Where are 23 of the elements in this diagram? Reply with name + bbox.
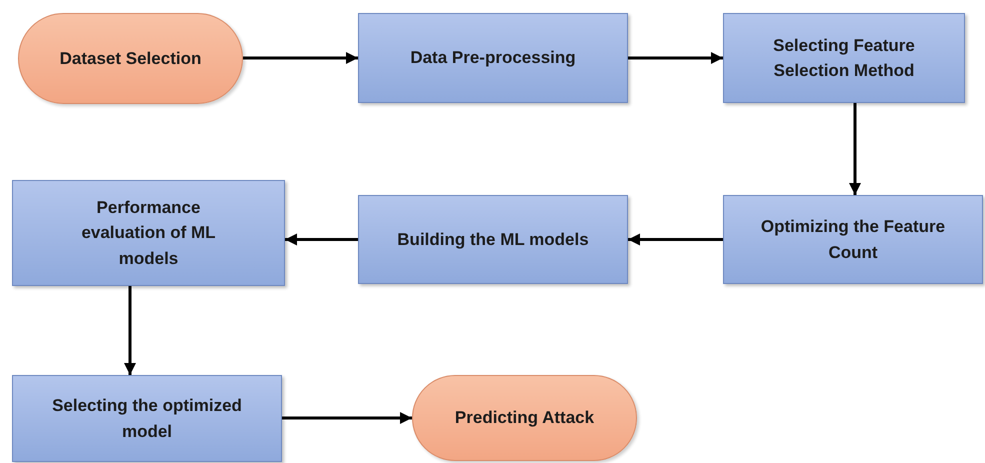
node-label: Optimizing the Feature Count: [760, 216, 946, 264]
node-label: Dataset Selection: [60, 48, 202, 70]
process-box: [12, 180, 285, 286]
arrow: [285, 234, 358, 246]
node-label: Selecting the optimized model: [51, 395, 243, 442]
node-label: Predicting Attack: [454, 407, 594, 430]
process-box: [723, 195, 983, 284]
terminal-pill: [412, 375, 637, 461]
process-box: [358, 13, 628, 103]
node-label: Selecting Feature Selection Method: [772, 34, 916, 82]
arrow: [282, 412, 412, 424]
terminal-pill: [18, 13, 243, 104]
process-box: [358, 195, 628, 284]
node-label: Performance evaluation of ML models: [80, 196, 217, 270]
process-box: [723, 13, 965, 103]
arrow: [124, 286, 136, 375]
arrow: [243, 52, 358, 64]
process-box: [12, 375, 282, 462]
node-label: Data Pre-processing: [410, 47, 576, 70]
arrow: [628, 52, 723, 64]
arrow: [849, 103, 861, 195]
arrow: [628, 234, 723, 246]
node-label: Building the ML models: [397, 228, 589, 251]
